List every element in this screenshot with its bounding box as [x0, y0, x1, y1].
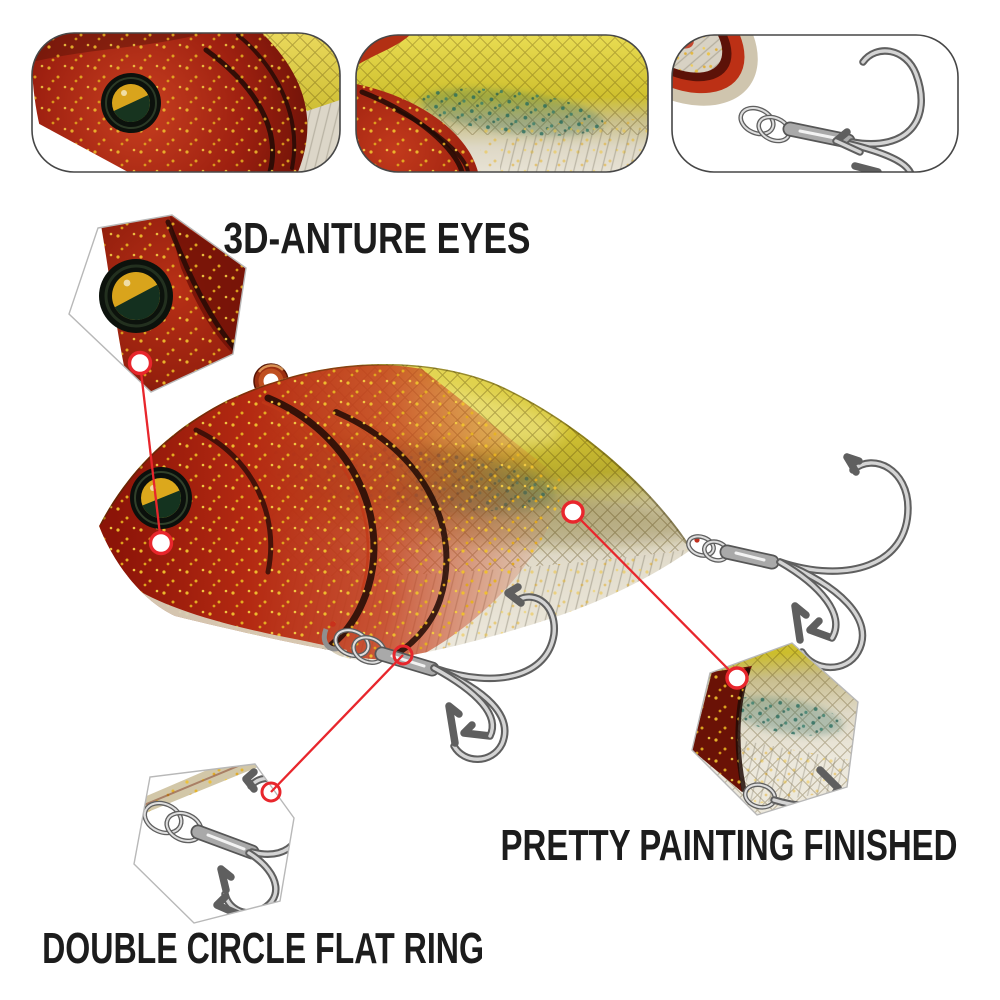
leader-line-ring	[270, 654, 404, 793]
hex-eye-outline	[68, 214, 247, 393]
hexagon-eye-callout	[68, 214, 247, 393]
thumb3-border	[671, 34, 959, 173]
lure-body-texture	[99, 363, 692, 661]
thumbnail-body-closeup	[355, 34, 649, 173]
thumb1-lure-eye	[101, 73, 161, 133]
callout-dot	[148, 530, 174, 556]
main-lure	[99, 363, 912, 763]
hex-hook-flat-link	[190, 824, 260, 860]
label-3d-eyes: 3D-ANTURE EYES	[224, 214, 531, 263]
label-double-circle-ring: DOUBLE CIRCLE FLAT RING	[42, 924, 484, 973]
callout-dot	[561, 500, 585, 524]
thumbnail-hook-closeup	[671, 34, 959, 173]
hex-hook-outline	[133, 763, 295, 924]
label-pretty-painting: PRETTY PAINTING FINISHED	[501, 822, 958, 871]
rear-treble-hook	[776, 453, 912, 671]
thumb1-border	[31, 32, 341, 173]
callout-leaders	[127, 350, 749, 803]
leader-line-eyes	[138, 362, 163, 544]
callout-ring	[392, 644, 414, 666]
feature-labels: 3D-ANTURE EYES PRETTY PAINTING FINISHED …	[42, 214, 957, 973]
lure-eye	[130, 467, 192, 529]
hex-eye-3d-eye	[99, 259, 173, 333]
rear-hook-assembly	[686, 453, 912, 671]
callout-dot	[725, 666, 749, 690]
thumb3-treble-hook	[832, 47, 925, 172]
front-treble-hook	[430, 583, 558, 763]
hexagon-hook-callout	[133, 763, 295, 924]
callout-ring	[260, 781, 282, 803]
callout-dot	[127, 350, 153, 376]
thumb2-border	[355, 34, 649, 173]
leader-line-painting	[572, 511, 738, 679]
hex-paint-outline	[691, 642, 859, 816]
thumbnail-head-closeup	[31, 32, 341, 173]
